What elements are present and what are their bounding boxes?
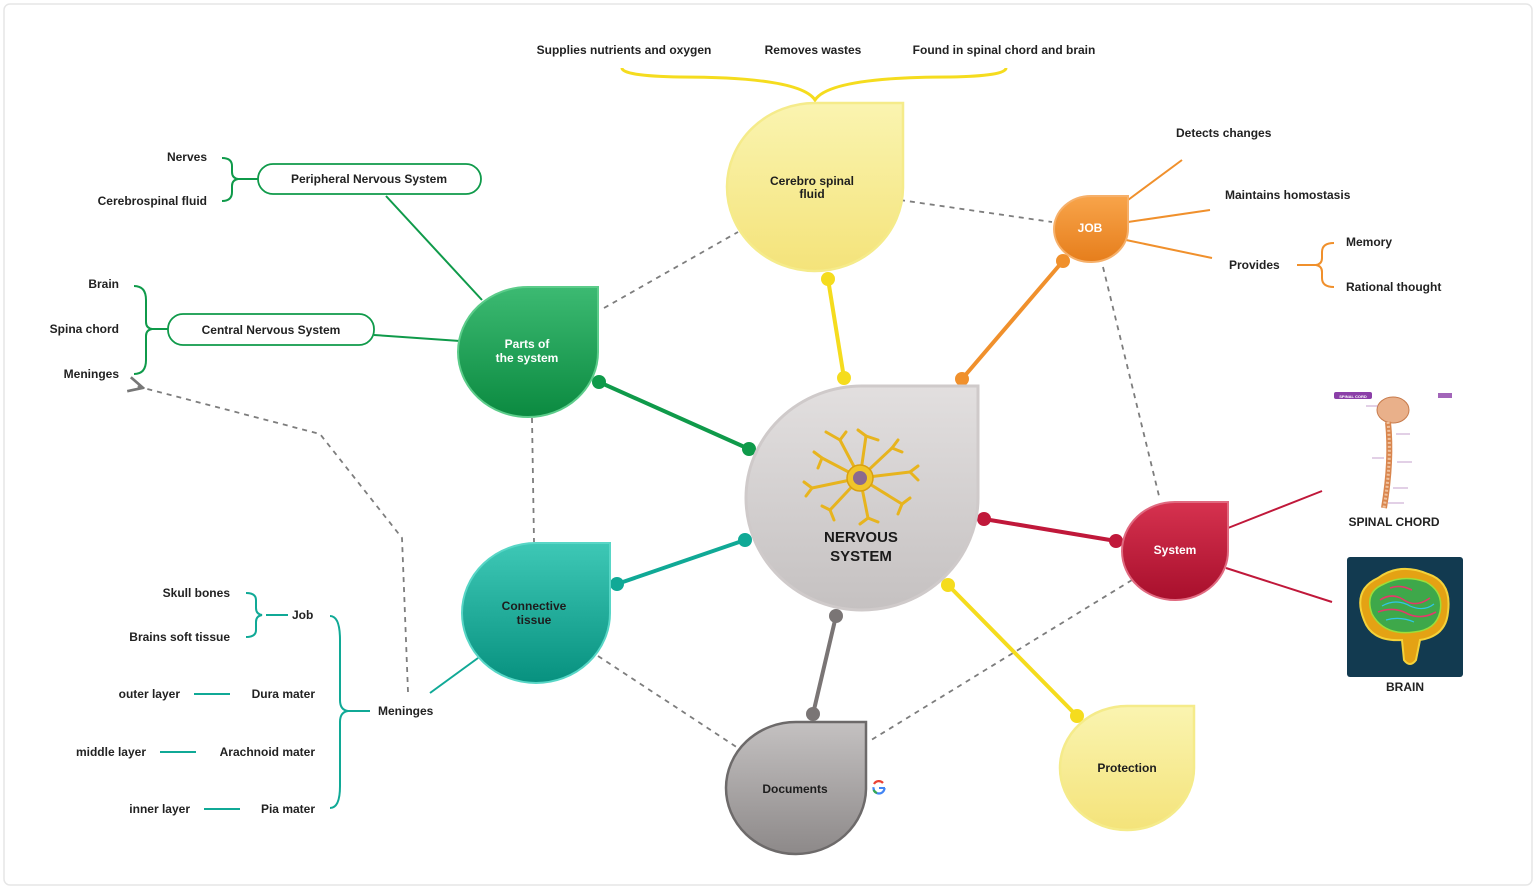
system-node[interactable]: System [1121, 501, 1230, 601]
documents-title: Documents [762, 782, 828, 796]
job-item: Maintains homostasis [1225, 188, 1351, 202]
layer-label: middle layer [76, 745, 146, 759]
provides-item: Rational thought [1346, 280, 1441, 294]
frame [3, 3, 1533, 886]
parts-title: Parts of [505, 337, 551, 351]
csf-fact: Found in spinal chord and brain [913, 43, 1096, 57]
documents-node[interactable]: Documents [724, 720, 868, 856]
parts-branch [133, 157, 483, 375]
provides-item: Memory [1346, 235, 1392, 249]
brain-caption: BRAIN [1386, 680, 1424, 694]
layer-name: Arachnoid mater [220, 745, 316, 759]
connective-branch [160, 592, 479, 810]
connective-title: Connective [502, 599, 567, 613]
job-title: JOB [1078, 221, 1103, 235]
pns-item: Nerves [167, 150, 207, 164]
google-icon[interactable] [872, 780, 886, 795]
job-node[interactable]: JOB [1053, 195, 1130, 263]
meninges-job-label: Job [292, 608, 313, 622]
meninges-job-item: Skull bones [163, 586, 231, 600]
neuron-nucleus [853, 471, 867, 485]
connective-node[interactable]: Connective tissue [461, 542, 611, 684]
system-branch [1225, 490, 1333, 603]
connective-title: tissue [517, 613, 552, 627]
relationship-lines [136, 199, 1161, 749]
cns-label: Central Nervous System [202, 323, 341, 337]
layer-label: inner layer [129, 802, 190, 816]
csf-fact: Removes wastes [765, 43, 862, 57]
connector-dots [592, 254, 1123, 723]
protection-title: Protection [1097, 761, 1156, 775]
center-title: SYSTEM [830, 548, 892, 565]
spinal-cord-image: SPINAL CORD [1334, 392, 1452, 509]
center-node[interactable]: NERVOUS SYSTEM [744, 384, 980, 612]
cns-item: Spina chord [50, 322, 119, 336]
brain-image [1347, 557, 1463, 677]
csf-branch: Supplies nutrients and oxygen Removes wa… [537, 43, 1096, 103]
csf-title: Cerebro spinal [770, 174, 854, 188]
cns-item: Brain [88, 277, 119, 291]
csf-bracket [620, 67, 1008, 103]
parts-node[interactable]: Parts of the system [457, 286, 599, 418]
job-branch [1125, 159, 1335, 288]
csf-fact: Supplies nutrients and oxygen [537, 43, 712, 57]
center-title: NERVOUS [824, 529, 898, 546]
cns-item: Meninges [64, 367, 120, 381]
protection-node[interactable]: Protection [1058, 704, 1196, 832]
pns-box[interactable]: Peripheral Nervous System [257, 163, 482, 195]
cns-box[interactable]: Central Nervous System [167, 313, 375, 346]
csf-node[interactable]: Cerebro spinal fluid [725, 101, 905, 273]
parts-title: the system [496, 351, 559, 365]
pns-label: Peripheral Nervous System [291, 172, 447, 186]
layer-label: outer layer [119, 687, 181, 701]
spinal-image-tag: SPINAL CORD [1339, 394, 1367, 399]
layer-name: Dura mater [252, 687, 316, 701]
layer-name: Pia mater [261, 802, 315, 816]
job-item: Detects changes [1176, 126, 1272, 140]
meninges-job-item: Brains soft tissue [129, 630, 230, 644]
meninges-label: Meninges [378, 704, 434, 718]
job-item: Provides [1229, 258, 1280, 272]
main-connectors [597, 259, 1118, 718]
spinal-caption: SPINAL CHORD [1348, 515, 1439, 529]
pns-item: Cerebrospinal fluid [98, 194, 207, 208]
system-title: System [1154, 543, 1197, 557]
csf-title: fluid [799, 187, 824, 201]
